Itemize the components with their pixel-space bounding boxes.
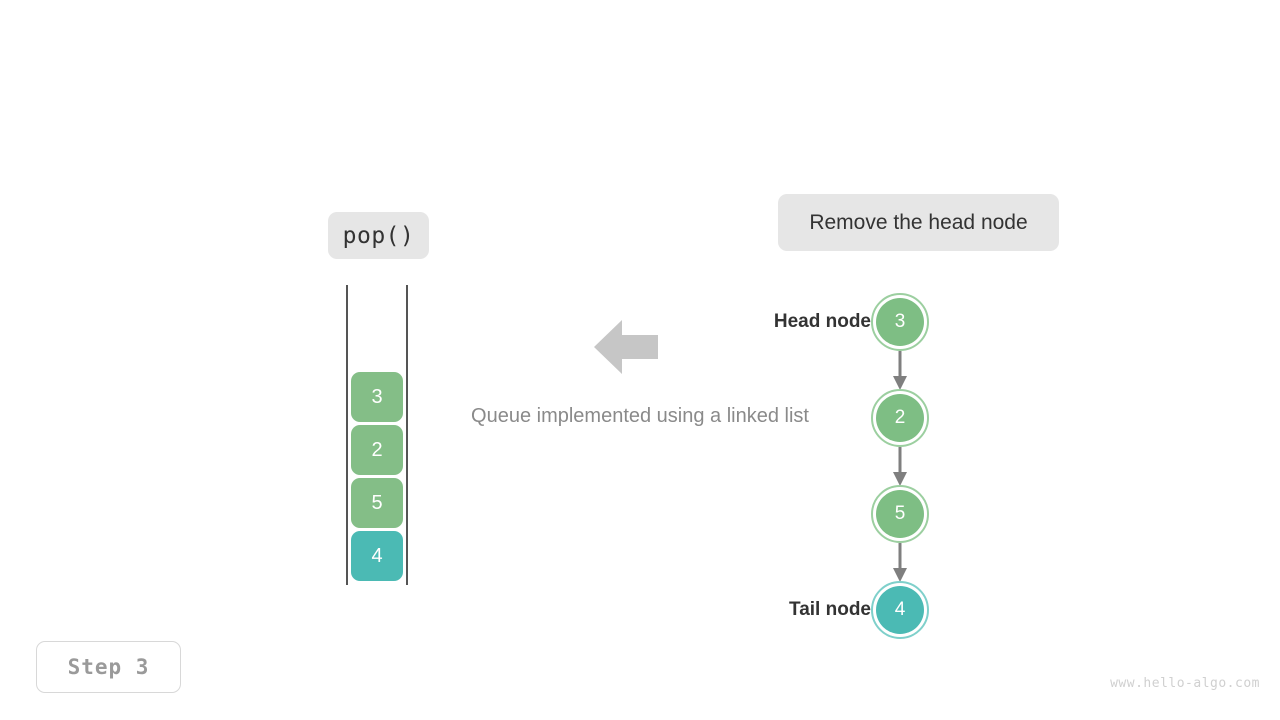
transition-arrow-left — [594, 318, 658, 376]
queue-block: 2 — [351, 425, 403, 475]
queue-block: 3 — [351, 372, 403, 422]
step-badge: Step 3 — [36, 641, 181, 693]
linked-list-connector-arrow — [890, 351, 910, 396]
watermark: www.hello-algo.com — [1110, 676, 1260, 691]
linked-list-node-value: 4 — [876, 586, 924, 634]
linked-list-node-value: 3 — [876, 298, 924, 346]
diagram-caption: Queue implemented using a linked list — [471, 405, 809, 427]
operation-label: pop() — [328, 212, 429, 259]
linked-list-node: 4 — [871, 581, 929, 639]
queue-block: 4 — [351, 531, 403, 581]
tail-node-label: Tail node — [789, 599, 871, 620]
instruction-banner: Remove the head node — [778, 194, 1059, 251]
linked-list-connector-arrow — [890, 543, 910, 588]
queue-rail-left — [346, 285, 348, 585]
linked-list-connector-arrow — [890, 447, 910, 492]
linked-list-node-value: 5 — [876, 490, 924, 538]
linked-list-node-value: 2 — [876, 394, 924, 442]
linked-list-node: 5 — [871, 485, 929, 543]
linked-list-node: 2 — [871, 389, 929, 447]
queue-rail-right — [406, 285, 408, 585]
head-node-label: Head node — [773, 311, 871, 332]
queue-block: 5 — [351, 478, 403, 528]
linked-list-node: 3 — [871, 293, 929, 351]
